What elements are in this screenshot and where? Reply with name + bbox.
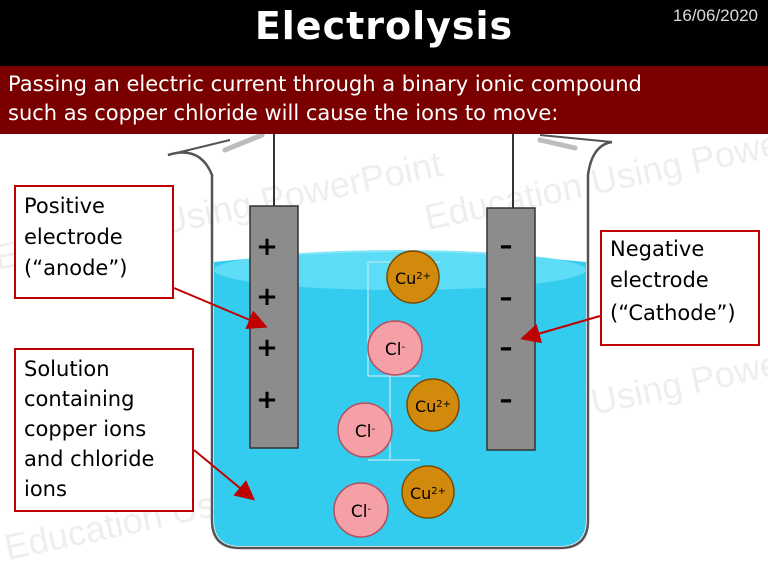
glass-highlight bbox=[537, 137, 578, 151]
chloride-ion: Cl- bbox=[367, 320, 423, 376]
copper-ion: Cu2+ bbox=[406, 378, 460, 432]
label-line: (“anode”) bbox=[24, 256, 128, 280]
cathode-sign: – bbox=[500, 283, 513, 313]
anode-sign: + bbox=[256, 232, 278, 262]
beaker-rim bbox=[167, 134, 613, 156]
copper-ion: Cu2+ bbox=[386, 250, 440, 304]
slide-date: 16/06/2020 bbox=[672, 6, 758, 25]
label-line: electrode bbox=[24, 225, 123, 249]
label-line: and chloride bbox=[24, 447, 155, 471]
chloride-ion: Cl- bbox=[337, 402, 393, 458]
anode-sign: + bbox=[256, 333, 278, 363]
copper-ion: Cu2+ bbox=[401, 465, 455, 519]
anode-label-box: Positive electrode (“anode”) bbox=[14, 185, 174, 299]
svg-text:Cl-: Cl- bbox=[385, 340, 406, 360]
label-line: Negative bbox=[610, 237, 705, 261]
title-bar bbox=[0, 0, 768, 66]
solution-label-box: Solution containing copper ions and chlo… bbox=[14, 348, 194, 512]
label-line: electrode bbox=[610, 268, 709, 292]
anode-sign: + bbox=[256, 282, 278, 312]
cathode-pointer-arrow bbox=[520, 315, 601, 344]
label-line: copper ions bbox=[24, 417, 147, 441]
solution-pointer-arrow bbox=[193, 449, 256, 501]
chloride-ion: Cl- bbox=[333, 482, 389, 538]
label-line: Solution bbox=[24, 357, 110, 381]
intro-line: Passing an electric current through a bi… bbox=[8, 72, 642, 96]
anode-pointer-arrow bbox=[173, 287, 268, 329]
svg-text:Cu2+: Cu2+ bbox=[395, 269, 431, 288]
label-line: ions bbox=[24, 477, 67, 501]
glass-highlight bbox=[222, 132, 265, 153]
label-line: containing bbox=[24, 387, 135, 411]
beaker-outline bbox=[167, 140, 613, 550]
slide-title: Electrolysis bbox=[254, 4, 514, 48]
intro-text: Passing an electric current through a bi… bbox=[8, 70, 758, 128]
cathode-sign: – bbox=[500, 231, 513, 261]
svg-text:Cu2+: Cu2+ bbox=[415, 397, 451, 416]
label-line: Positive bbox=[24, 194, 105, 218]
anode-sign: + bbox=[256, 385, 278, 415]
svg-text:Cu2+: Cu2+ bbox=[410, 484, 446, 503]
cathode-label-box: Negative electrode (“Cathode”) bbox=[600, 230, 760, 346]
intro-bar bbox=[0, 66, 768, 134]
intro-line: such as copper chloride will cause the i… bbox=[8, 101, 559, 125]
svg-text:Cl-: Cl- bbox=[355, 422, 376, 442]
svg-text:Cl-: Cl- bbox=[351, 502, 372, 522]
cathode-sign: – bbox=[500, 385, 513, 415]
cathode-sign: – bbox=[500, 333, 513, 363]
label-line: (“Cathode”) bbox=[610, 301, 736, 325]
